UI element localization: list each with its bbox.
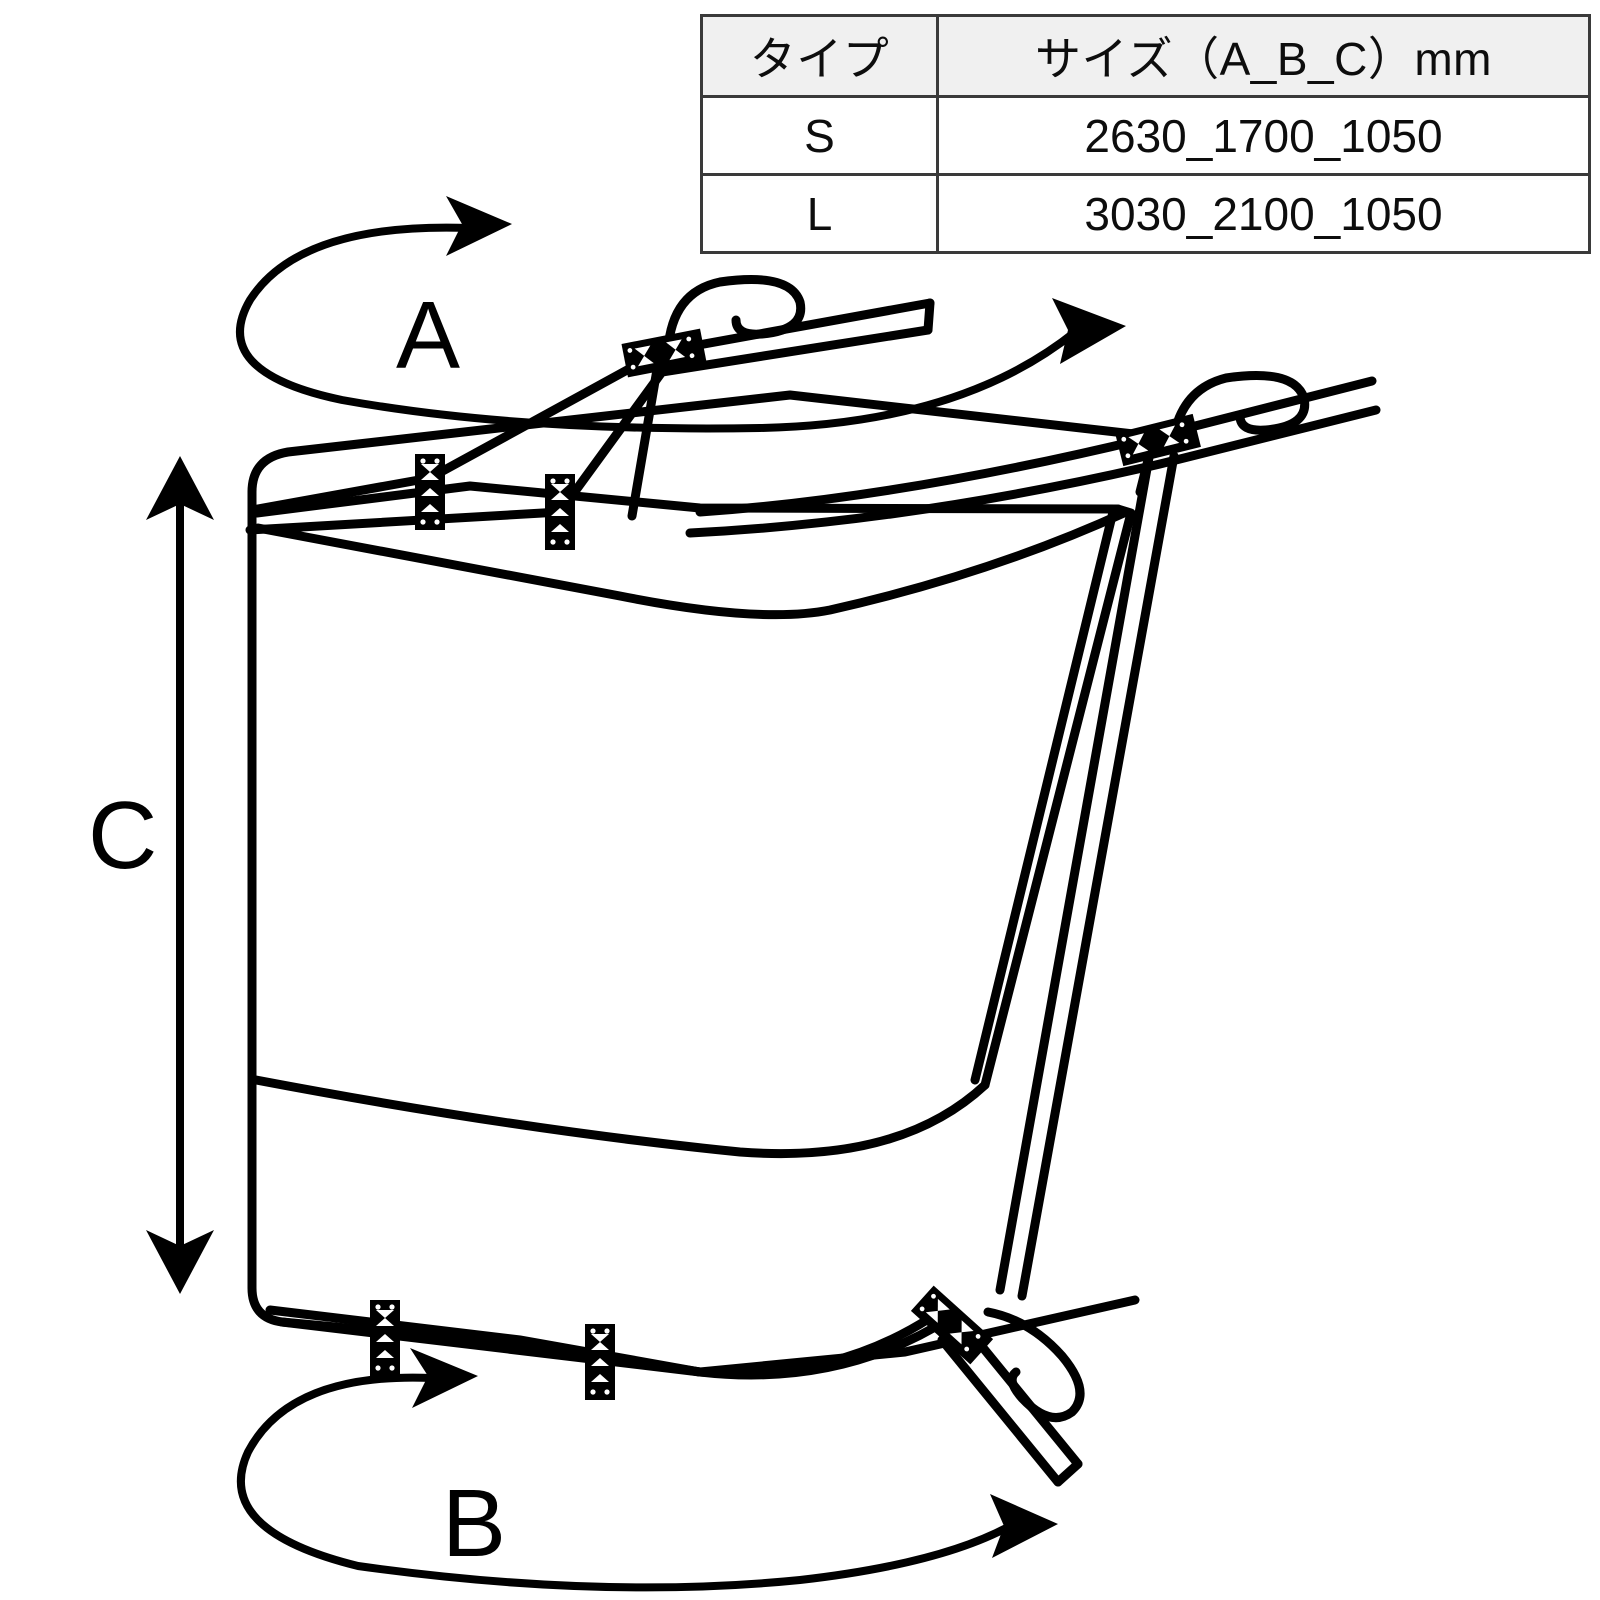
bag-cuff-fold-line	[253, 507, 1131, 620]
bottom-strap-end-cap	[1053, 1459, 1083, 1487]
dimension-c-arrowhead-bottom	[146, 1230, 214, 1294]
dimension-label-b: B	[442, 1470, 506, 1577]
cell-size-s: 2630_1700_1050	[936, 95, 1591, 176]
stitch-patch-top-left	[415, 454, 445, 530]
top-belt-upper-line	[247, 298, 935, 515]
dimension-b-arrowhead-right	[990, 1494, 1058, 1558]
dimension-c-arrowhead-top	[146, 456, 214, 520]
right-belt-upper-line	[695, 376, 1377, 517]
loop-handle-top-right	[1167, 371, 1310, 453]
dimension-b-curve	[236, 1373, 1014, 1592]
bag-right-panel	[980, 504, 1136, 1090]
stitch-patch-bottom-mid	[585, 1324, 615, 1400]
bottom-strap-line-2	[937, 1335, 1063, 1487]
top-webbing-straps	[245, 298, 1381, 538]
bag-right-panel-seam	[970, 507, 1118, 1085]
stitch-patch-bottom-left	[370, 1300, 400, 1376]
loop-handle-top-center	[663, 275, 806, 355]
bag-front-panel	[247, 487, 1140, 1377]
bag-bottom-seam-line	[251, 1075, 990, 1159]
bottom-belt-line	[265, 1305, 955, 1380]
bag-right-lift-strap	[995, 447, 1155, 1295]
stitch-patch-top-mid	[545, 474, 575, 550]
bag-body	[247, 390, 1179, 1378]
cell-type-s: S	[700, 95, 939, 176]
size-table-container: タイプ サイズ（A_B_C）mm S 2630_1700_1050 L 3030…	[700, 14, 1591, 254]
size-table: タイプ サイズ（A_B_C）mm S 2630_1700_1050 L 3030…	[700, 14, 1591, 254]
table-header-type: タイプ	[700, 14, 939, 98]
bag-right-lift-strap-edge	[1017, 451, 1179, 1301]
dimension-arrow-c	[146, 456, 214, 1294]
bag-top-rim-outer	[247, 390, 1165, 497]
right-belt-lower-line	[685, 405, 1381, 538]
dimension-a-arrowhead-right	[1052, 298, 1126, 364]
cell-type-l: L	[700, 173, 939, 254]
dimension-a-curve	[236, 223, 1079, 433]
cell-size-l: 3030_2100_1050	[936, 173, 1591, 254]
top-belt-end-cap	[923, 298, 935, 335]
dimension-arrow-b	[236, 1348, 1058, 1592]
dimension-label-a: A	[396, 282, 460, 389]
top-belt-drop-line	[627, 347, 665, 521]
table-row: S 2630_1700_1050	[700, 95, 1591, 176]
table-header-size: サイズ（A_B_C）mm	[936, 14, 1591, 98]
dimension-b-arrowhead-left	[410, 1348, 478, 1408]
dimension-label-c: C	[88, 782, 157, 889]
dimension-arrow-a	[236, 196, 1126, 433]
bottom-webbing-belt	[265, 1305, 955, 1380]
table-header-row: タイプ サイズ（A_B_C）mm	[700, 14, 1591, 98]
top-belt-lower-line	[245, 325, 933, 535]
table-row: L 3030_2100_1050	[700, 173, 1591, 254]
dimension-a-arrowhead-left	[446, 196, 512, 256]
